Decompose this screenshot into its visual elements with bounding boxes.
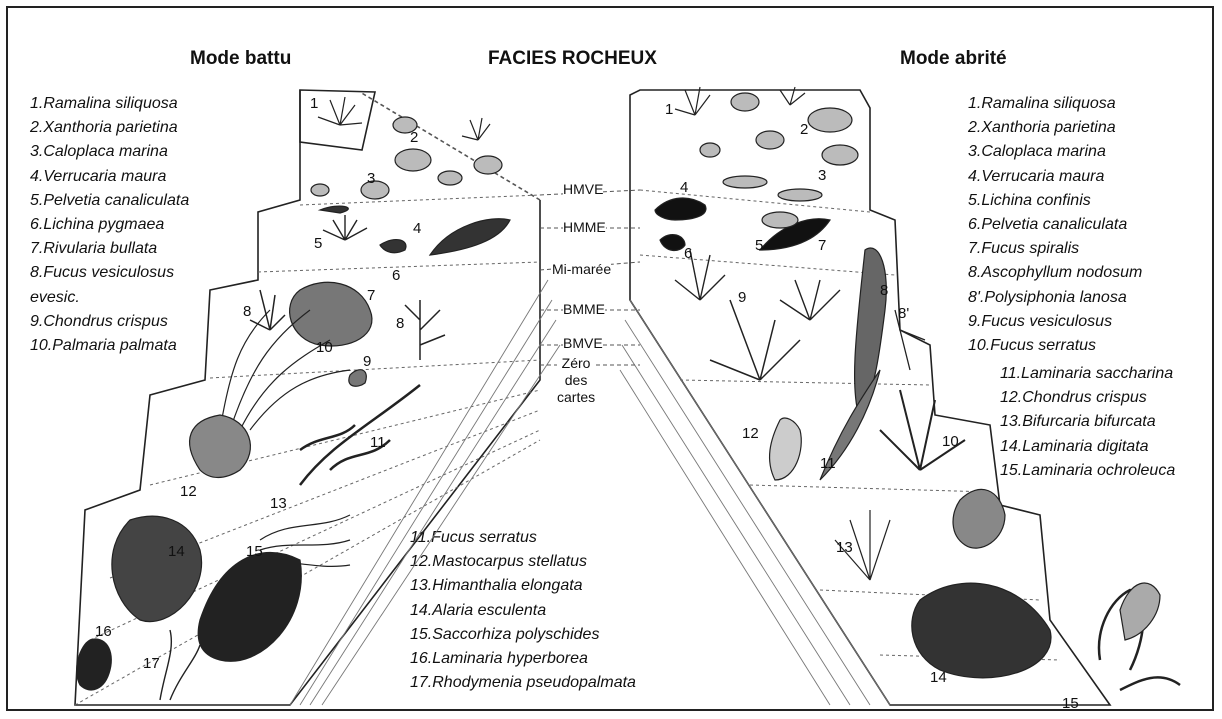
left-organisms: [77, 97, 510, 700]
diagram-number: 10: [942, 433, 959, 450]
diagram-number: 17: [143, 655, 160, 672]
tide-level-hmme: HMME: [563, 220, 606, 235]
tide-level-zero-des-cartes: Zéro des cartes: [557, 355, 595, 406]
diagram-number: 8: [243, 303, 251, 320]
diagram-number: 8': [898, 305, 909, 322]
diagram-number: 3: [367, 170, 375, 187]
diagram-number: 6: [392, 267, 400, 284]
right-organisms: [655, 87, 1180, 690]
diagram-number: 9: [738, 289, 746, 306]
tide-level-bmve: BMVE: [563, 336, 603, 351]
diagram-number: 5: [314, 235, 322, 252]
diagram-number: 4: [413, 220, 421, 237]
diagram-number: 6: [684, 245, 692, 262]
right-slope-lines: [620, 300, 890, 705]
diagram-number: 12: [180, 483, 197, 500]
diagram-number: 12: [742, 425, 759, 442]
diagram-number: 7: [367, 287, 375, 304]
tide-level-mi-maree: Mi-marée: [552, 262, 611, 277]
diagram-number: 4: [680, 179, 688, 196]
diagram-number: 11: [370, 434, 386, 451]
diagram-number: 16: [95, 623, 112, 640]
diagram-number: 3: [818, 167, 826, 184]
diagram-number: 14: [930, 669, 947, 686]
tide-level-hmve: HMVE: [563, 182, 603, 197]
diagram-number: 10: [316, 339, 333, 356]
diagram-number: 7: [818, 237, 826, 254]
diagram-number: 8: [880, 282, 888, 299]
diagram-number: 15: [246, 543, 263, 560]
diagram-number: 14: [168, 543, 185, 560]
diagram-number: 8: [396, 315, 404, 332]
diagram-number: 13: [270, 495, 287, 512]
diagram-number: 2: [800, 121, 808, 138]
tide-level-bmme: BMME: [563, 302, 605, 317]
diagram-number: 1: [310, 95, 318, 112]
diagram-number: 2: [410, 129, 418, 146]
diagram-number: 11: [820, 455, 836, 472]
diagram-number: 13: [836, 539, 853, 556]
diagram-number: 15: [1062, 695, 1079, 712]
diagram-number: 5: [755, 237, 763, 254]
diagram-number: 9: [363, 353, 371, 370]
diagram-number: 1: [665, 101, 673, 118]
